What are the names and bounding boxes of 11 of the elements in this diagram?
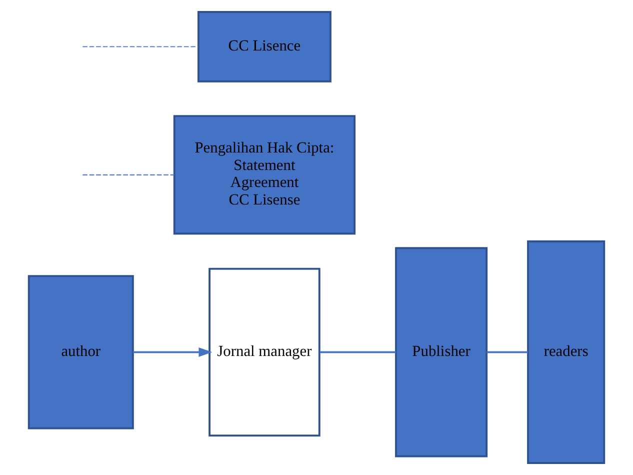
node-box: Publisher bbox=[395, 247, 488, 458]
connector bbox=[320, 351, 396, 354]
node-box: Pengalihan Hak Cipta: Statement Agreement CC Lisense bbox=[173, 115, 356, 235]
connector bbox=[82, 46, 199, 48]
node-box: author bbox=[28, 275, 134, 430]
node-box: Jornal manager bbox=[208, 268, 320, 436]
connector bbox=[486, 351, 528, 354]
arrow bbox=[132, 347, 212, 357]
node-box: readers bbox=[527, 240, 606, 464]
connector bbox=[82, 174, 175, 176]
node-box: CC Lisence bbox=[198, 11, 332, 82]
